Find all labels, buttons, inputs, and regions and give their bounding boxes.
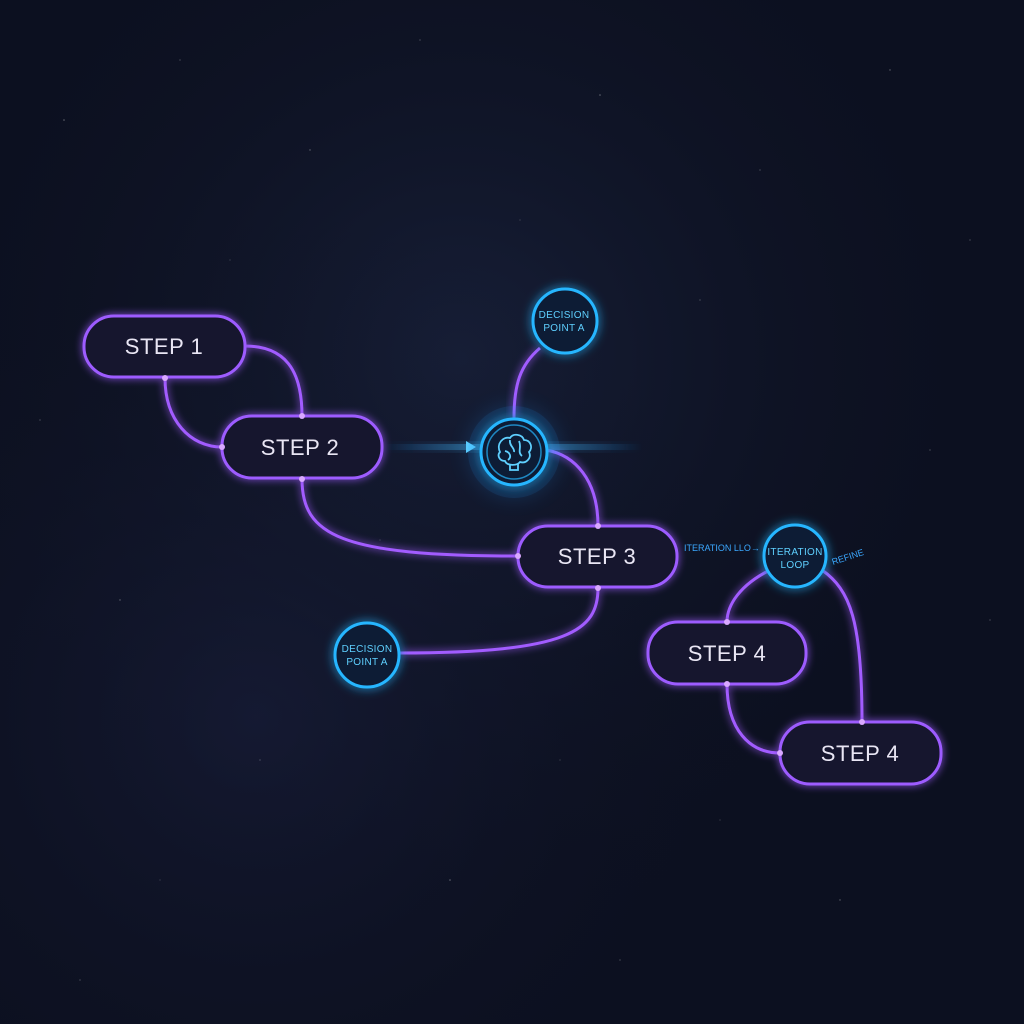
decision-top-line2: POINT A (543, 323, 584, 334)
step-label-3: STEP 3 (558, 544, 636, 569)
iteration-loop-node[interactable]: ITERATION LOOP (762, 523, 828, 589)
refine-label: REFINE (831, 547, 865, 567)
iteration-loop-line1: ITERATION (767, 547, 822, 558)
step-label-1: STEP 1 (125, 334, 203, 359)
iteration-connector-label: ITERATION LLO→ (684, 543, 760, 553)
decision-node-top[interactable]: DECISION POINT A (531, 287, 599, 355)
step-label-2: STEP 2 (261, 435, 339, 460)
step-node-1[interactable]: STEP 1 (82, 314, 247, 379)
brain-icon (497, 433, 532, 471)
connector-step4a-to-step4b (725, 683, 781, 755)
connector-step3-to-decision-bottom (399, 587, 600, 655)
decision-node-bottom[interactable]: DECISION POINT A (333, 621, 401, 689)
step-node-4b[interactable]: STEP 4 (778, 720, 943, 786)
decision-top-line1: DECISION (539, 310, 590, 321)
step-node-3[interactable]: STEP 3 (516, 524, 679, 589)
connector-step1-bottom-to-step2 (163, 377, 223, 449)
step-node-2[interactable]: STEP 2 (220, 414, 384, 480)
step-node-4a[interactable]: STEP 4 (646, 620, 808, 686)
step-label-4a: STEP 4 (688, 641, 766, 666)
decision-bottom-line2: POINT A (346, 657, 387, 668)
connector-junction-dots (162, 375, 865, 756)
hub-node[interactable] (468, 406, 560, 498)
connector-step2-to-step3 (300, 478, 519, 558)
connector-step1-right-to-step2 (244, 344, 304, 417)
step-label-4b: STEP 4 (821, 741, 899, 766)
decision-bottom-line1: DECISION (342, 644, 393, 655)
connector-loop-to-step4b (821, 568, 864, 723)
connector-loop-to-step4a (725, 568, 771, 623)
iteration-loop-line2: LOOP (781, 560, 810, 571)
